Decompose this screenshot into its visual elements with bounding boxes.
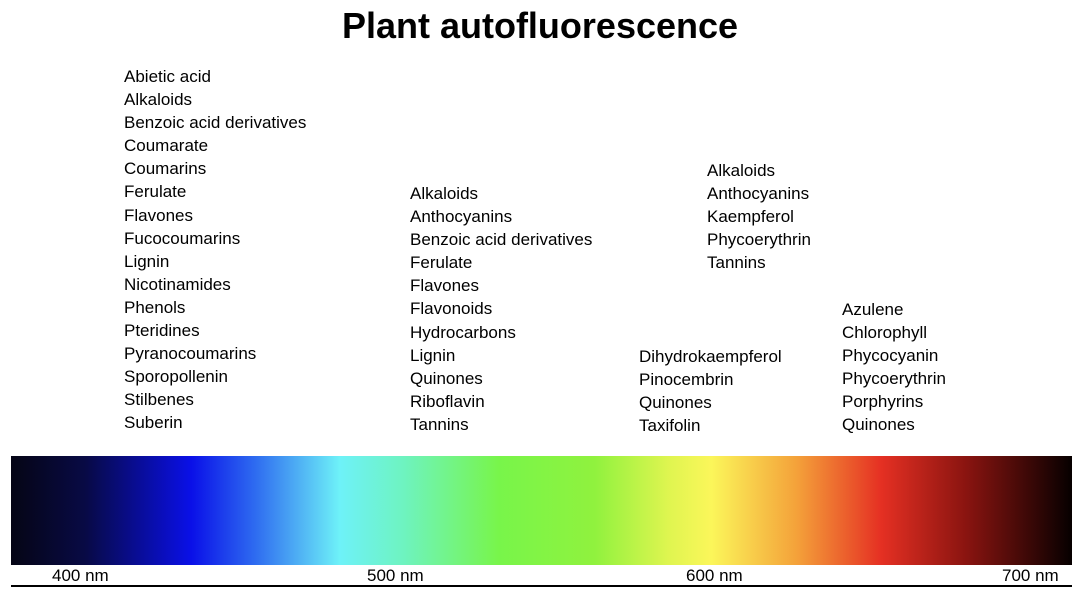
compound-name: Anthocyanins — [707, 184, 810, 204]
compound-name: Hydrocarbons — [410, 322, 516, 342]
compound-name: Phenols — [124, 297, 186, 317]
compound-name: Dihydrokaempferol — [639, 347, 782, 366]
compound-name: Tannins — [707, 253, 766, 273]
compound-name: Abietic acid — [124, 67, 211, 86]
compound-name: Pinocembrin — [639, 370, 734, 390]
compound-name: Pteridines — [124, 321, 200, 341]
compound-name: Lignin — [410, 345, 456, 365]
tick-label-600nm: 600 nm — [686, 566, 743, 585]
tick-label-400nm: 400 nm — [52, 566, 109, 585]
compound-name: Quinones — [410, 368, 483, 388]
compound-name: Coumarins — [124, 159, 207, 179]
compound-name: Flavones — [124, 205, 193, 225]
compound-name: Porphyrins — [842, 392, 924, 412]
compound-name: Suberin — [124, 413, 183, 433]
compound-name: Alkaloids — [707, 161, 776, 180]
compound-name: Quinones — [842, 415, 915, 435]
compound-name: Riboflavin — [410, 391, 485, 411]
compound-name: Phycoerythrin — [707, 230, 811, 250]
compound-name: Pyranocoumarins — [124, 344, 257, 364]
compound-name: Benzoic acid derivatives — [124, 113, 307, 133]
compound-name: Phycoerythrin — [842, 369, 946, 389]
compound-name: Quinones — [639, 393, 712, 413]
compound-name: Anthocyanins — [410, 207, 513, 227]
compound-name: Coumarate — [124, 136, 209, 156]
compound-name: Nicotinamides — [124, 274, 231, 294]
compound-name: Alkaloids — [410, 184, 479, 203]
compound-name: Azulene — [842, 300, 904, 319]
compound-name: Flavonoids — [410, 299, 493, 319]
wavelength-axis-line — [11, 585, 1072, 587]
compound-name: Lignin — [124, 251, 170, 271]
page-title: Plant autofluorescence — [341, 5, 739, 46]
color-spectrum-bar — [11, 456, 1072, 565]
compound-name: Kaempferol — [707, 207, 794, 227]
compound-name: Chlorophyll — [842, 323, 928, 343]
compound-name: Flavones — [410, 276, 479, 296]
compound-name: Ferulate — [124, 182, 187, 202]
compound-name: Stilbenes — [124, 390, 194, 410]
compound-name: Ferulate — [410, 253, 473, 273]
tick-label-700nm: 700 nm — [1002, 566, 1059, 585]
compound-name: Taxifolin — [639, 416, 701, 436]
spectrum-fill — [11, 456, 1072, 565]
compound-name: Alkaloids — [124, 90, 193, 110]
compound-name: Phycocyanin — [842, 346, 939, 366]
compound-name: Benzoic acid derivatives — [410, 230, 593, 250]
tick-label-500nm: 500 nm — [367, 566, 424, 585]
compound-name: Tannins — [410, 414, 469, 434]
compound-name: Fucocoumarins — [124, 228, 241, 248]
compound-name: Sporopollenin — [124, 367, 228, 387]
